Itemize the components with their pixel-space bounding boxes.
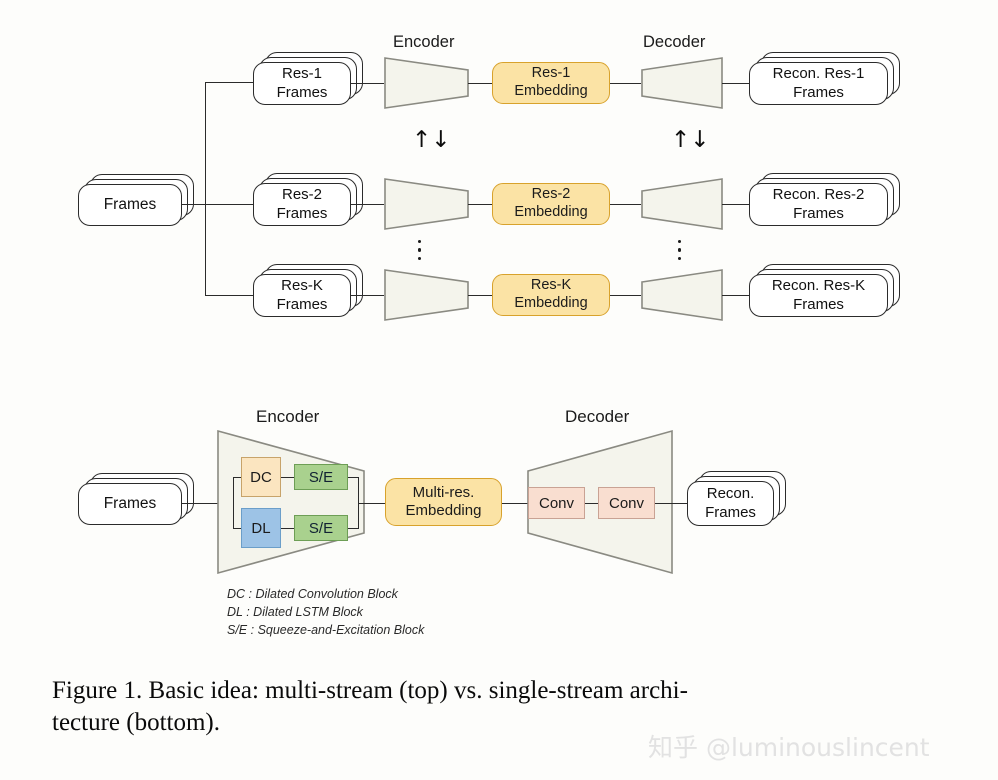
ss-encoder-label: Encoder [256,407,320,426]
frames-sheet-front [749,62,888,105]
dl-block: DL [241,508,281,548]
ss-link-dl-se [281,528,295,530]
watermark: 知乎 @luminouslincent [648,733,930,762]
frames-sheet-front [78,184,182,226]
multires-embedding-line1: Multi-res. [412,483,475,501]
stream-row-1: Res-1 Frames Encoder Res-1 Embedding Dec… [0,0,998,120]
row1-embedding-box: Res-1 Embedding [492,62,610,104]
ss-merge-top [348,477,359,479]
row2-link-decoder-output [722,204,750,206]
multires-embedding-line2: Embedding [405,502,482,519]
conv-block-1: Conv [528,487,585,519]
frames-sheet-front [749,183,888,226]
row1-decoder-trapezoid [641,57,723,109]
row1-output-frames-stack: Recon. Res-1 Frames [749,52,900,105]
row3-embedding-box: Res-K Embedding [492,274,610,316]
ss-encoder-split-top [233,477,242,479]
legend-item-se: S/E : Squeeze-and-Excitation Block [227,623,425,638]
row3-decoder-trapezoid [641,269,723,321]
row2-decoder-trapezoid [641,178,723,230]
row1-link-frames-encoder [351,83,384,85]
se-block-bottom-label: S/E [308,519,334,537]
ss-output-frames-stack: Recon. Frames [687,471,786,526]
dc-block-label: DC [250,468,272,486]
figure-caption-line2: tecture (bottom). [52,709,220,736]
bus-branch-row1 [205,82,253,84]
conv-block-2-label: Conv [608,494,645,512]
row2-encoder-trapezoid [384,178,469,230]
se-block-top: S/E [294,464,348,490]
frames-sheet-front [749,274,888,317]
legend-item-dl: DL : Dilated LSTM Block [227,605,363,620]
row1-embedding-line1: Res-1 [531,65,571,82]
row1-decoder-label: Decoder [643,33,706,51]
frames-sheet-front [687,481,774,526]
se-block-bottom: S/E [294,515,348,541]
ss-input-frames-stack: Frames [78,473,194,525]
figure-caption-line1: Figure 1. Basic idea: multi-stream (top)… [52,677,688,704]
ss-encoder-split-bottom [233,528,242,530]
ss-link-conv1-conv2 [585,503,599,505]
figure-caption: Figure 1. Basic idea: multi-stream (top)… [52,675,952,739]
ss-link-embedding-decoder [502,503,528,505]
row2-embedding-line1: Res-2 [531,186,571,203]
frames-sheet-front [78,483,182,525]
row2-output-frames-stack: Recon. Res-2 Frames [749,173,900,226]
multires-embedding-box: Multi-res. Embedding [385,478,502,526]
row3-embedding-line2: Embedding [514,295,588,311]
encoder-share-arrow-1: ↑↓ [412,127,451,153]
ss-link-frames-encoder [182,503,218,505]
ss-merge-bottom [348,528,359,530]
row2-embedding-line2: Embedding [514,204,588,220]
conv-block-1-label: Conv [538,494,575,512]
row3-embedding-line1: Res-K [530,277,572,294]
dc-block: DC [241,457,281,497]
decoder-ellipsis [678,240,682,261]
row2-link-embedding-decoder [610,204,641,206]
encoder-ellipsis [418,240,422,261]
bus-branch-row3 [205,295,253,297]
decoder-share-arrow-1: ↑↓ [671,127,710,153]
bus-stem [182,204,206,206]
row2-embedding-box: Res-2 Embedding [492,183,610,225]
se-block-top-label: S/E [308,468,334,486]
legend: DC : Dilated Convolution Block DL : Dila… [227,585,424,639]
row3-link-embedding-decoder [610,295,641,297]
dl-block-label: DL [251,519,271,537]
ss-link-encoder-embedding [358,503,395,505]
ss-link-decoder-output [655,503,688,505]
row2-link-frames-encoder [351,204,384,206]
row3-encoder-trapezoid [384,269,469,321]
row3-link-decoder-output [722,295,750,297]
ss-link-dc-se [281,477,295,479]
frames-sheet-front [253,183,351,226]
frames-sheet-front [253,274,351,317]
row1-link-encoder-embedding [468,83,493,85]
bus-branch-row2 [205,204,253,206]
multi-stream-diagram: Frames Res-1 Frames Encoder [0,0,998,350]
frames-sheet-front [253,62,351,105]
stream-row-3: Res-K Frames Res-K Embedding [0,0,998,350]
ss-encoder-trapezoid [217,429,365,575]
row3-link-frames-encoder [351,295,384,297]
single-stream-diagram: Frames Encoder DC DL S/E S/E [78,407,786,639]
row1-link-decoder-output [722,83,750,85]
row1-link-embedding-decoder [610,83,641,85]
row2-link-encoder-embedding [468,204,493,206]
ss-decoder-label: Decoder [565,407,630,426]
legend-item-dc: DC : Dilated Convolution Block [227,587,398,601]
row1-embedding-line2: Embedding [514,83,588,99]
row1-encoder-label: Encoder [393,33,455,51]
bus-spine [205,82,207,296]
conv-block-2: Conv [598,487,655,519]
ss-encoder-split-spine [233,477,235,529]
row1-encoder-trapezoid [384,57,469,109]
row3-link-encoder-embedding [468,295,493,297]
